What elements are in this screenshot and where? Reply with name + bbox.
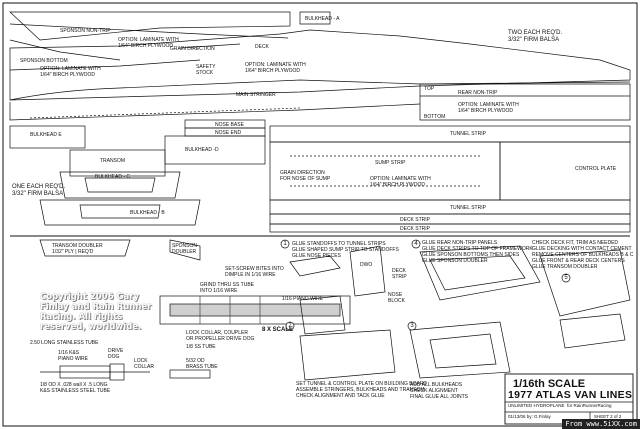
step-number-5: 5 [564,275,568,281]
label-ss-tube-spec: 1/8 OD X .028 wall X .5 LONG K&S STAINLE… [40,382,111,394]
label-sump-strip: SUMP STRIP [375,160,406,166]
label-two-each: TWO EACH REQ'D. 3/32" FIRM BALSA [508,30,563,43]
step-4-text: GLUE REAR NON-TRIP PANELS GLUE DECK STRI… [422,240,533,264]
label-drive-dog: DRIVE DOG [108,348,124,360]
step-number-4: 4 [414,241,418,247]
label-option-laminate-4: OPTION: LAMINATE WITH 1/64" BIRCH PLYWOO… [458,102,519,114]
step-3-text: ADD ALL BULKHEADS CHECK ALIGNMENT FINAL … [410,382,468,400]
title-scale: 1/16th SCALE [513,378,586,390]
label-option-laminate-5: OPTION: LAMINATE WITH 1/64" BIRCH PLYWOO… [370,176,431,188]
label-transom-doubler: TRANSOM DOUBLER 1/32" PLY | REQ'D [52,243,103,255]
copyright-notice: Copyright 2006 Gary Finlay and Rain Runn… [40,292,152,332]
label-grain-direction: GRAIN DIRECTION [170,46,215,52]
label-sponson-non-trip: SPONSON NON-TRIP [60,28,111,34]
label-control-plate: CONTROL PLATE [575,166,617,172]
label-ss-tube: 1/8 SS TUBE [186,344,216,350]
step-5-text: CHECK DECK FIT, TRIM AS NEEDED GLUE DECK… [532,240,634,270]
label-tunnel-strip-2: TUNNEL STRIP [450,205,486,211]
label-sponson-bottom: SPONSON BOTTOM [20,58,68,64]
label-piano-wire: 1/16 PIANO WIRE [282,296,324,302]
label-brass-tube: 5/32 OD BRASS TUBE [186,358,218,370]
label-lock-collar-2: LOCK COLLAR [134,358,155,370]
label-bulkhead-c: BULKHEAD - C [95,174,131,180]
title-sheet: SHEET 2 of 2 [594,414,622,419]
label-dwo: DWO [360,262,373,268]
title-name: 1977 ATLAS VAN LINES [508,389,633,401]
label-nose-block: NOSE BLOCK [388,292,405,304]
label-scale-8x: 8 X SCALE [262,327,294,333]
label-grind-thru: GRIND THRU SS TUBE INTO 1/16 WIRE [200,282,254,294]
label-deck-strip-sketch: DECK STRIP [392,268,407,280]
label-rear-non-trip: REAR NON-TRIP [458,90,498,96]
label-deck-strip-1: DECK STRIP [400,217,431,223]
label-bottom: BOTTOM [424,114,446,120]
label-transom: TRANSOM [100,158,125,164]
title-date: 01/13/06 by: G.Finlay [508,414,551,419]
label-main-stringer: MAIN STRINGER [236,92,276,98]
label-sponson-doubler: SPONSON DOUBLER [172,243,198,255]
step-2-text: SET TUNNEL & CONTROL PLATE ON BUILDING B… [296,381,428,399]
label-long-ss-tube: 2.50 LONG STAINLESS TUBE [30,340,99,346]
label-top: TOP [424,86,435,92]
label-deck-strip-2: DECK STRIP [400,226,431,232]
label-bulkhead-d: BULKHEAD -D [185,147,219,153]
label-lock-collar: LOCK COLLAR, COUPLER OR PROPELLER DRIVE … [186,330,255,342]
label-bulkhead-e: BULKHEAD E [30,132,62,138]
step-number-2: 2 [288,323,292,329]
label-one-each: ONE EACH REQ'D. 3/32" FIRM BALSA [12,184,66,197]
label-option-laminate-1: OPTION: LAMINATE WITH 1/64" BIRCH PLYWOO… [118,37,179,49]
label-bulkhead-a: BULKHEAD - A [305,16,340,22]
label-nose-end: NOSE END [215,130,242,136]
label-option-laminate-2: OPTION: LAMINATE WITH 1/64" BIRCH PLYWOO… [40,66,101,78]
step-1-text: GLUE STANDOFFS TO TUNNEL STRIPS GLUE SHA… [292,241,399,259]
title-subtitle: UNLIMITED HYDROPLANE for RainRunnerRacin… [508,403,612,408]
label-option-laminate-3: OPTION: LAMINATE WITH 1/64" BIRCH PLYWOO… [245,62,306,74]
label-deck: DECK [255,44,269,50]
watermark-bottom: From www.5iXX.com [562,419,640,429]
step-number-3: 3 [410,323,414,329]
label-tunnel-strip-1: TUNNEL STRIP [450,131,486,137]
step-number-1: 1 [283,241,287,247]
label-piano-wire-2: 1/16 K&S PIANO WIRE [58,350,89,362]
label-nose-base: NOSE BASE [215,122,244,128]
label-bulkhead-b: BULKHEAD - B [130,210,165,216]
label-set-screw: SET-SCREW BITES INTO DIMPLE IN 1/16 WIRE [225,266,284,278]
label-safety-stock: SAFETY STOCK [196,64,216,76]
label-grain-direction-nose: GRAIN DIRECTION FOR NOSE OF SUMP [280,170,331,182]
